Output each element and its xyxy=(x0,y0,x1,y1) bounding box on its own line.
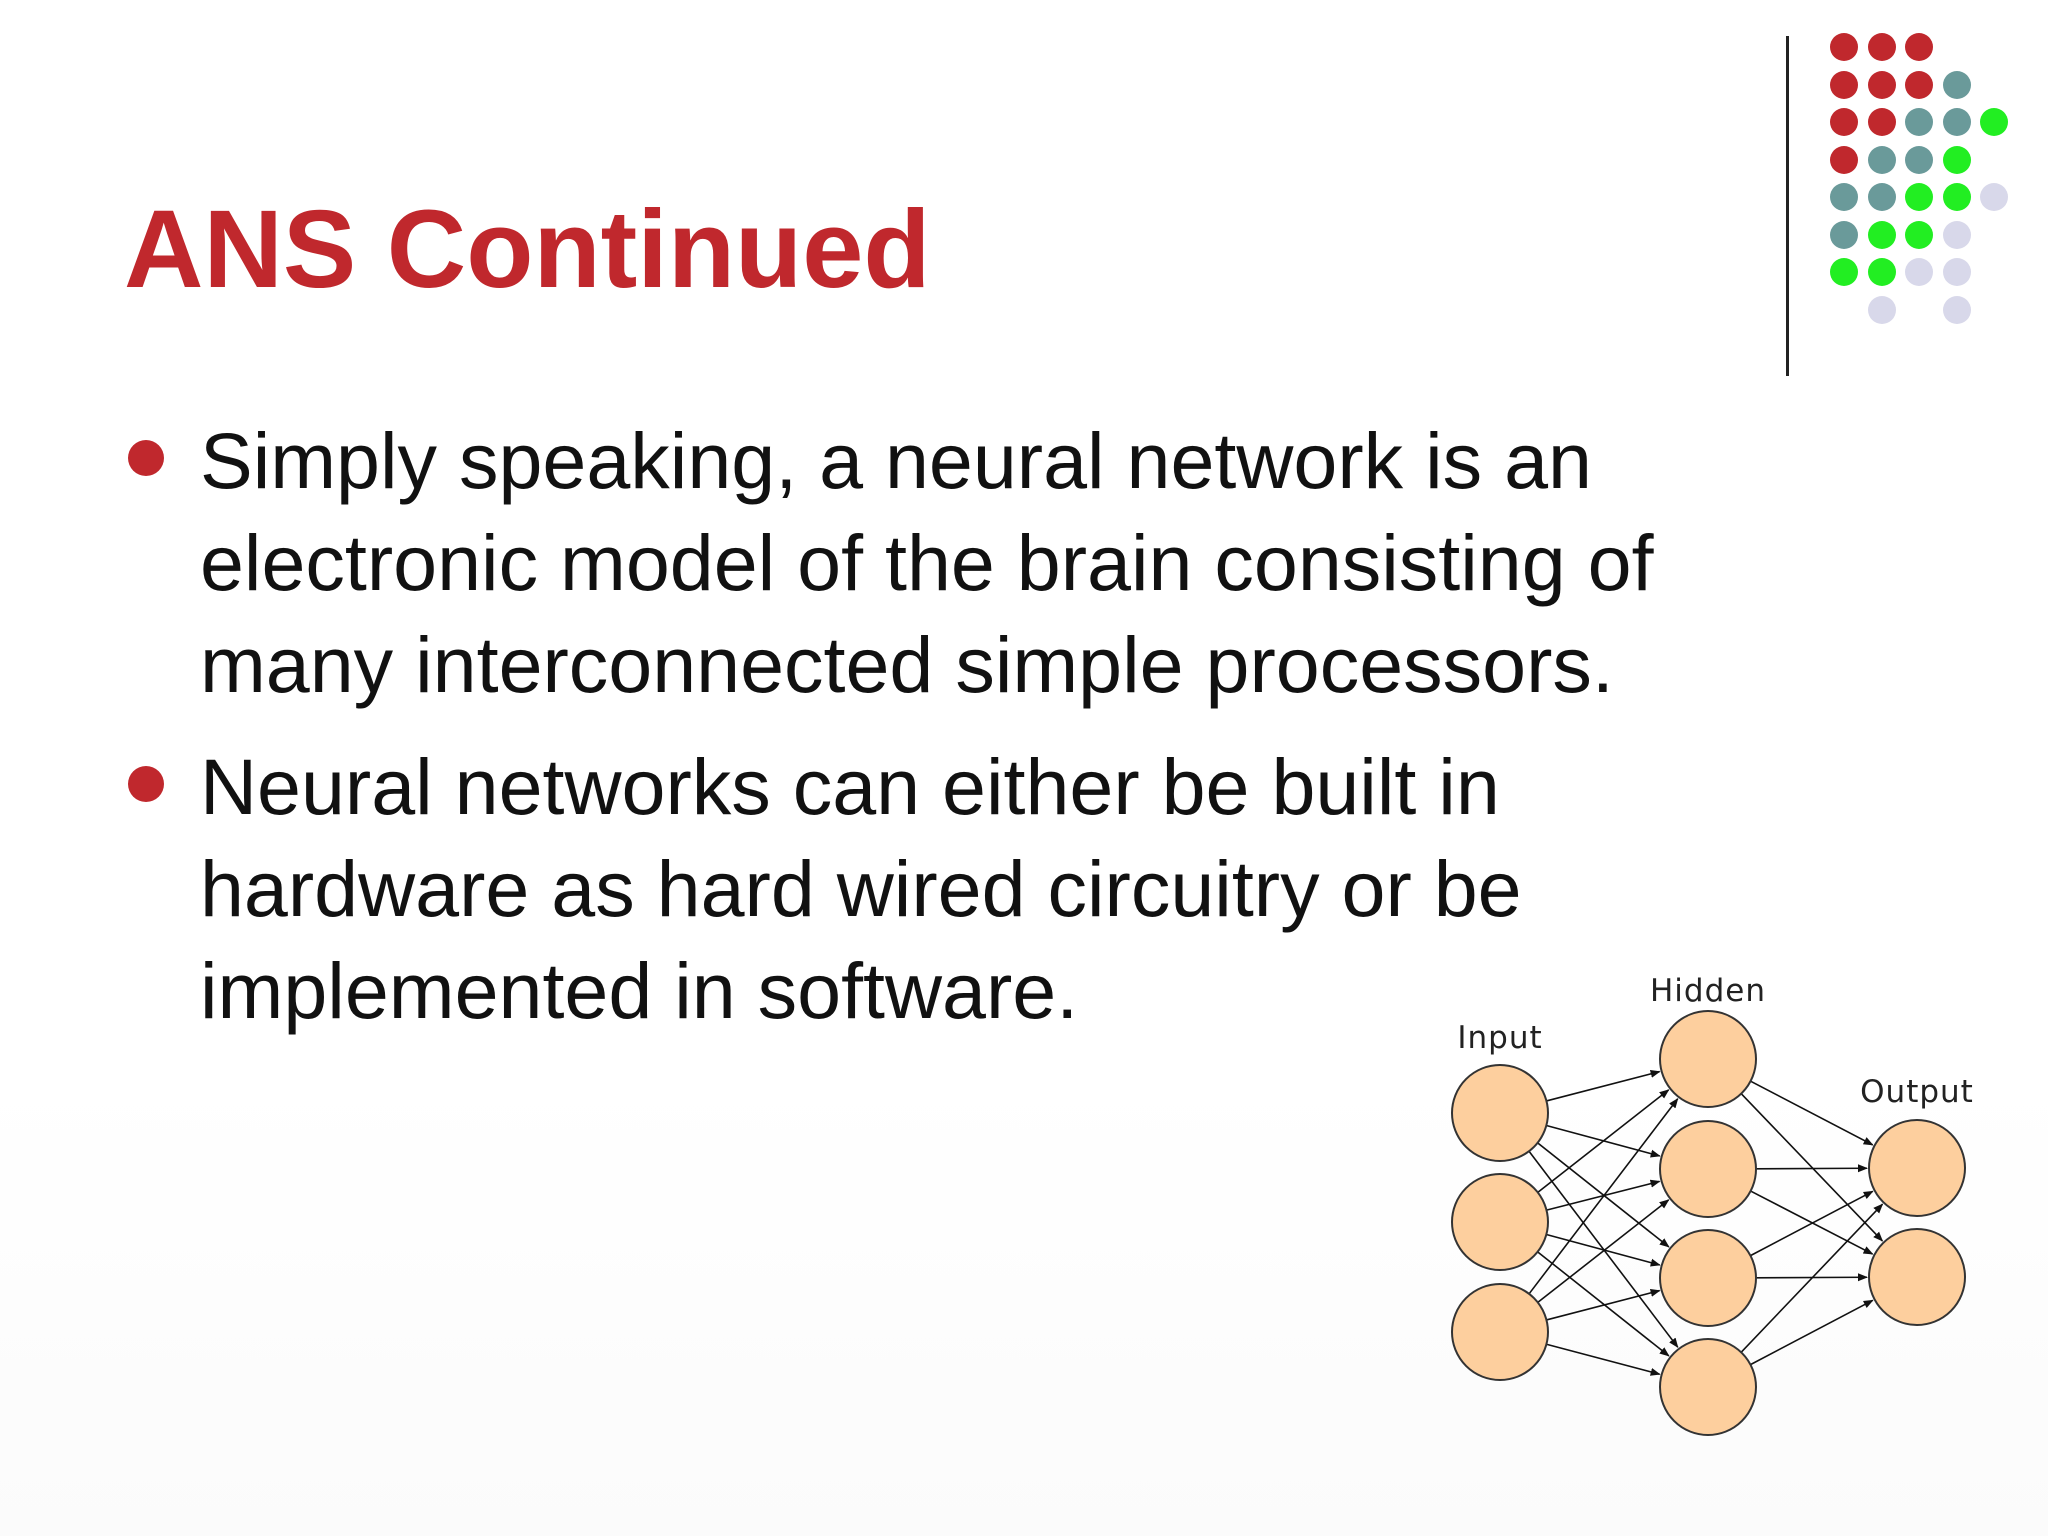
connection-arrow xyxy=(1528,1097,1679,1295)
connection-arrow xyxy=(1546,1343,1661,1376)
decorative-dot xyxy=(1867,33,1896,61)
decorative-dot xyxy=(1830,108,1858,136)
decorative-dot xyxy=(1980,108,2008,136)
decorative-dot xyxy=(1942,220,1971,249)
input-node xyxy=(1451,1064,1549,1162)
decorative-dot xyxy=(1867,70,1896,99)
connection-arrow xyxy=(1750,1190,1874,1257)
decorative-divider-line xyxy=(1786,36,1789,376)
decorative-dot xyxy=(1867,295,1896,324)
decorative-dot xyxy=(1942,145,1971,174)
connection-arrow xyxy=(1750,1299,1874,1366)
decorative-dot xyxy=(1942,183,1971,211)
decorative-dot xyxy=(1980,183,2008,211)
decorative-dot xyxy=(1905,108,1933,136)
hidden-node xyxy=(1659,1338,1757,1436)
decorative-dot xyxy=(1905,258,1933,286)
decorative-dot xyxy=(1830,220,1858,249)
decorative-dot xyxy=(1830,145,1858,174)
decorative-dot xyxy=(1830,33,1858,61)
decorative-dot xyxy=(1905,33,1933,61)
hidden-node xyxy=(1659,1229,1757,1327)
connection-arrow xyxy=(1546,1288,1661,1321)
connection-arrow xyxy=(1546,1179,1661,1211)
decorative-dot xyxy=(1942,70,1971,99)
bullet-marker-icon xyxy=(128,440,164,476)
connection-arrow xyxy=(1740,1203,1884,1353)
connection-arrow xyxy=(1537,1142,1670,1248)
decorative-dot xyxy=(1830,258,1858,286)
decorative-dot xyxy=(1867,108,1896,136)
connection-arrow xyxy=(1528,1150,1679,1348)
bullet-text: Simply speaking, a neural network is an … xyxy=(200,416,1654,709)
decorative-dot xyxy=(1905,70,1933,99)
decorative-dot xyxy=(1905,220,1933,249)
decorative-dot xyxy=(1905,183,1933,211)
output-node xyxy=(1868,1119,1966,1217)
connection-arrow xyxy=(1740,1093,1884,1242)
connection-arrow xyxy=(1537,1251,1670,1357)
decorative-dot xyxy=(1830,70,1858,99)
bullet-marker-icon xyxy=(128,766,164,802)
decorative-dot xyxy=(1830,183,1858,211)
hidden-node xyxy=(1659,1120,1757,1218)
decorative-dot xyxy=(1867,183,1896,211)
bullet-text: Neural networks can either be built in h… xyxy=(200,742,1522,1035)
input-node xyxy=(1451,1283,1549,1381)
layer-label-output: Output xyxy=(1860,1074,1974,1110)
input-node xyxy=(1451,1173,1549,1271)
connection-arrow xyxy=(1537,1199,1670,1304)
decorative-dot xyxy=(1867,145,1896,174)
connection-arrow xyxy=(1546,1069,1661,1102)
decorative-dot xyxy=(1942,295,1971,324)
decorative-dot xyxy=(1905,145,1933,174)
connection-arrow xyxy=(1546,1233,1661,1267)
decorative-dot xyxy=(1942,108,1971,136)
decorative-dot xyxy=(1867,220,1896,249)
connection-edges xyxy=(1528,1069,1884,1376)
connection-arrow xyxy=(1755,1164,1869,1173)
connection-arrow xyxy=(1750,1190,1874,1255)
slide-title: ANS Continued xyxy=(124,188,931,311)
connection-arrow xyxy=(1750,1080,1874,1146)
decorative-dot xyxy=(1942,258,1971,286)
connection-arrow xyxy=(1546,1124,1661,1158)
network-nodes xyxy=(1451,1010,1966,1436)
connection-arrow xyxy=(1537,1089,1670,1194)
connection-arrow xyxy=(1755,1273,1869,1282)
decorative-dot xyxy=(1867,258,1896,286)
output-node xyxy=(1868,1228,1966,1326)
